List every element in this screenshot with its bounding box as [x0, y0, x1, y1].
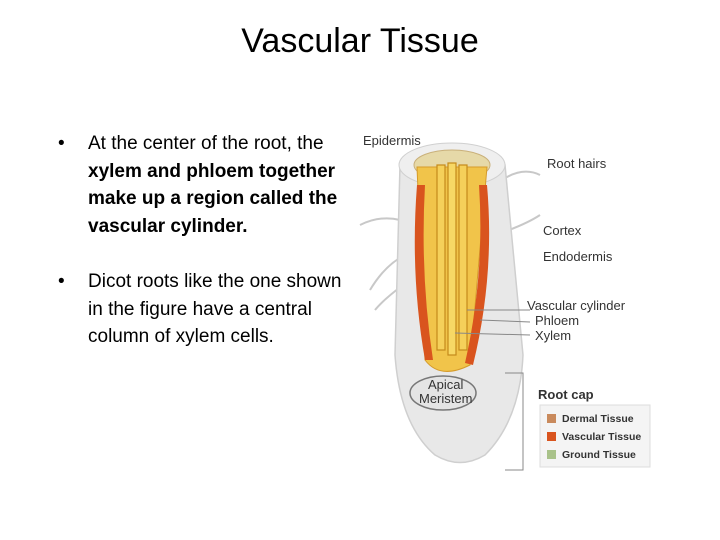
legend-swatch-vascular	[547, 432, 556, 441]
bullet-item: • At the center of the root, the xylem a…	[58, 130, 358, 240]
bullet-item: • Dicot roots like the one shown in the …	[58, 268, 358, 351]
legend-label-ground: Ground Tissue	[562, 449, 636, 461]
label-root-hairs: Root hairs	[547, 156, 607, 171]
bullet-icon: •	[58, 133, 65, 154]
bullet-text: Dicot roots like the one shown in the fi…	[88, 271, 342, 347]
label-xylem: Xylem	[535, 328, 571, 343]
label-epidermis: Epidermis	[363, 133, 421, 148]
legend-label-vascular: Vascular Tissue	[562, 431, 641, 443]
legend-swatch-dermal	[547, 414, 556, 423]
legend: Dermal Tissue Vascular Tissue Ground Tis…	[547, 413, 641, 461]
legend-box	[539, 404, 651, 468]
bullet-text: At the center of the root, the xylem and…	[88, 133, 338, 237]
apical-label-1: Apical	[428, 377, 464, 392]
xylem-drawing	[436, 162, 468, 356]
label-phloem: Phloem	[535, 313, 579, 328]
bullet-list: • At the center of the root, the xylem a…	[58, 130, 358, 379]
slide-title: Vascular Tissue	[241, 22, 479, 60]
apical-label-2: Meristem	[419, 391, 472, 406]
apical-meristem-drawing	[409, 375, 477, 411]
bullet-bold-text: xylem and phloem together make up a regi…	[88, 160, 338, 237]
label-endodermis: Endodermis	[543, 249, 613, 264]
label-root-cap: Root cap	[538, 387, 594, 402]
leader-lines	[454, 309, 531, 471]
label-cortex: Cortex	[543, 223, 582, 238]
root-diagram: Apical Meristem Epidermis Root hairs Cor…	[359, 133, 651, 471]
legend-label-dermal: Dermal Tissue	[562, 413, 634, 425]
label-vascular-cylinder: Vascular cylinder	[527, 298, 626, 313]
bullet-icon: •	[58, 271, 65, 292]
legend-swatch-ground	[547, 450, 556, 459]
